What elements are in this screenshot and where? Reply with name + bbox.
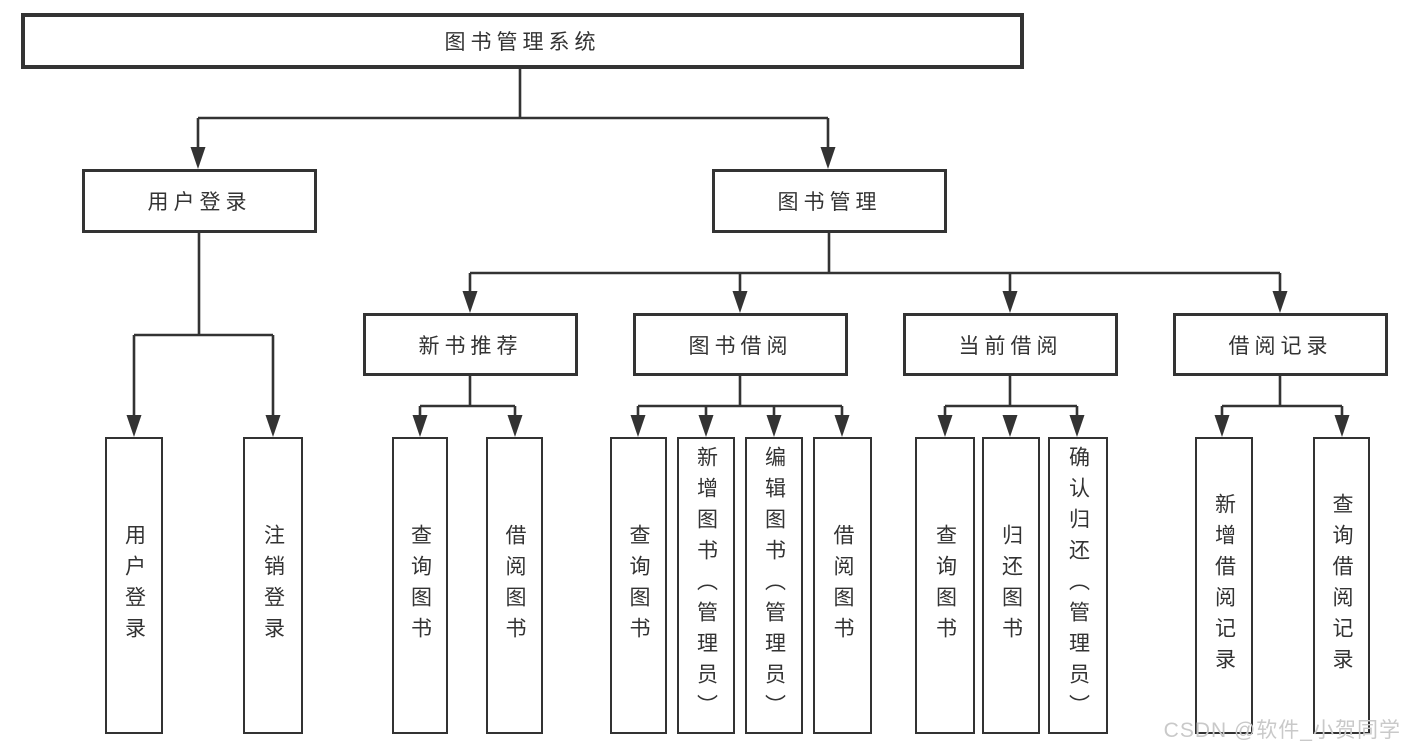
node-book-management: 图书管理 <box>712 169 947 233</box>
node-new-book-recommendation: 新书推荐 <box>363 313 578 376</box>
leaf-return-books: 归还图书 <box>982 437 1040 734</box>
node-current-borrowing: 当前借阅 <box>903 313 1118 376</box>
leaf-add-books-admin: 新增图书（管理员） <box>677 437 735 734</box>
leaf-logout: 注销登录 <box>243 437 303 734</box>
leaf-user-login: 用户登录 <box>105 437 163 734</box>
connector-root-to-level2 <box>196 69 830 150</box>
connector-book-borrowing-to-leaves <box>636 376 844 418</box>
leaf-query-books-under-current: 查询图书 <box>915 437 975 734</box>
leaf-label: 新增图书（管理员） <box>694 446 718 725</box>
leaf-borrow-books-under-borrowing: 借阅图书 <box>813 437 872 734</box>
leaf-label: 查询借阅记录 <box>1330 492 1353 679</box>
leaf-query-books-under-borrowing: 查询图书 <box>610 437 667 734</box>
leaf-label: 查询图书 <box>627 523 650 648</box>
connector-current-borrowing-to-leaves <box>943 376 1079 418</box>
leaf-query-borrow-record: 查询借阅记录 <box>1313 437 1370 734</box>
connector-user-login-to-leaves <box>132 233 275 418</box>
leaf-label: 归还图书 <box>999 523 1023 648</box>
csdn-watermark: CSDN @软件_小贺同学 <box>1163 719 1401 742</box>
leaf-edit-books-admin: 编辑图书（管理员） <box>745 437 803 734</box>
connector-book-management-to-level3 <box>468 233 1282 294</box>
node-library-management-system: 图书管理系统 <box>21 13 1024 69</box>
leaf-add-borrow-record: 新增借阅记录 <box>1195 437 1253 734</box>
leaf-label: 注销登录 <box>261 523 285 648</box>
arrowheads <box>126 147 1350 437</box>
leaf-label: 查询图书 <box>933 523 957 648</box>
leaf-confirm-return-admin: 确认归还（管理员） <box>1048 437 1108 734</box>
leaf-label: 编辑图书（管理员） <box>762 446 786 725</box>
node-user-login: 用户登录 <box>82 169 317 233</box>
leaf-label: 借阅图书 <box>831 523 854 648</box>
node-book-borrowing: 图书借阅 <box>633 313 848 376</box>
leaf-borrow-books-under-recommendation: 借阅图书 <box>486 437 543 734</box>
leaf-query-books-under-recommendation: 查询图书 <box>392 437 448 734</box>
connector-new-book-recommendation-to-leaves <box>418 376 517 418</box>
leaf-label: 查询图书 <box>408 523 432 648</box>
leaf-label: 用户登录 <box>122 523 146 648</box>
leaf-label: 确认归还（管理员） <box>1066 446 1090 725</box>
leaf-label: 借阅图书 <box>503 523 526 648</box>
leaf-label: 新增借阅记录 <box>1212 492 1236 679</box>
node-borrowing-records: 借阅记录 <box>1173 313 1388 376</box>
connector-borrowing-records-to-leaves <box>1220 376 1344 418</box>
